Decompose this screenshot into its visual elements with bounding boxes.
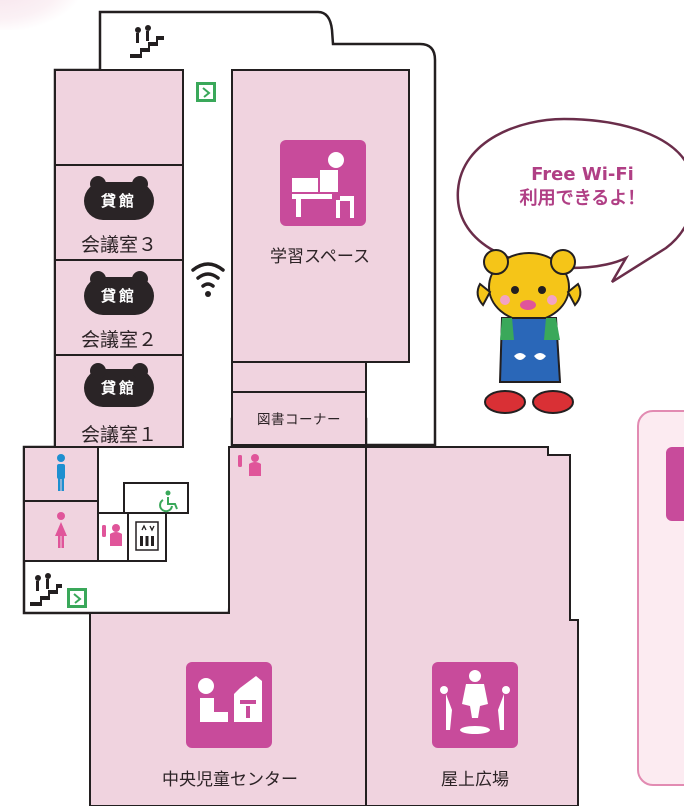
- rental-badge-icon: 貸館: [84, 176, 154, 220]
- womens-restroom-icon: [55, 512, 67, 548]
- stairs-icon: [30, 573, 62, 606]
- mens-restroom-icon: [57, 454, 65, 491]
- room-label-library-corner: 図書コーナー: [257, 412, 341, 428]
- room-top-left: [54, 69, 184, 166]
- nursing-room-icon: [102, 524, 122, 546]
- room-rooftop-plaza: [365, 446, 579, 806]
- info-icon: [666, 447, 684, 521]
- room-label-conference-2: 会議室２: [80, 329, 157, 351]
- room-accessible-toilet: [123, 482, 189, 514]
- mascot-character: [476, 249, 582, 414]
- room-label-conference-1: 会議室１: [80, 424, 157, 446]
- rooftop-play-icon: [432, 662, 518, 748]
- emergency-exit-icon: [196, 82, 216, 102]
- emergency-exit-icon: [67, 588, 87, 608]
- study-desk-icon: [280, 140, 366, 226]
- rental-badge-icon: 貸館: [84, 363, 154, 407]
- wifi-icon: [191, 262, 225, 297]
- nursing-room-icon: [238, 454, 261, 476]
- room-library-corner: [231, 391, 367, 446]
- room-label-children-center: 中央児童センター: [162, 770, 298, 790]
- wifi-bubble-text: Free Wi-Fi 利用できるよ！: [480, 163, 684, 211]
- speech-bubble: [456, 117, 684, 284]
- bubble-line-1: Free Wi-Fi: [531, 164, 634, 185]
- elevator-icon: [135, 521, 159, 551]
- room-label-rooftop-plaza: 屋上広場: [441, 770, 509, 790]
- children-center-icon: [186, 662, 272, 748]
- room-label-study-space: 学習スペース: [270, 247, 370, 267]
- background-decoration: [0, 0, 80, 30]
- bubble-line-2: 利用できるよ！: [519, 188, 646, 209]
- accessible-restroom-icon: [159, 490, 178, 513]
- stairs-icon: [130, 25, 164, 58]
- room-label-conference-3: 会議室３: [80, 234, 157, 256]
- room-strip: [231, 361, 367, 393]
- rental-badge-icon: 貸館: [84, 271, 154, 315]
